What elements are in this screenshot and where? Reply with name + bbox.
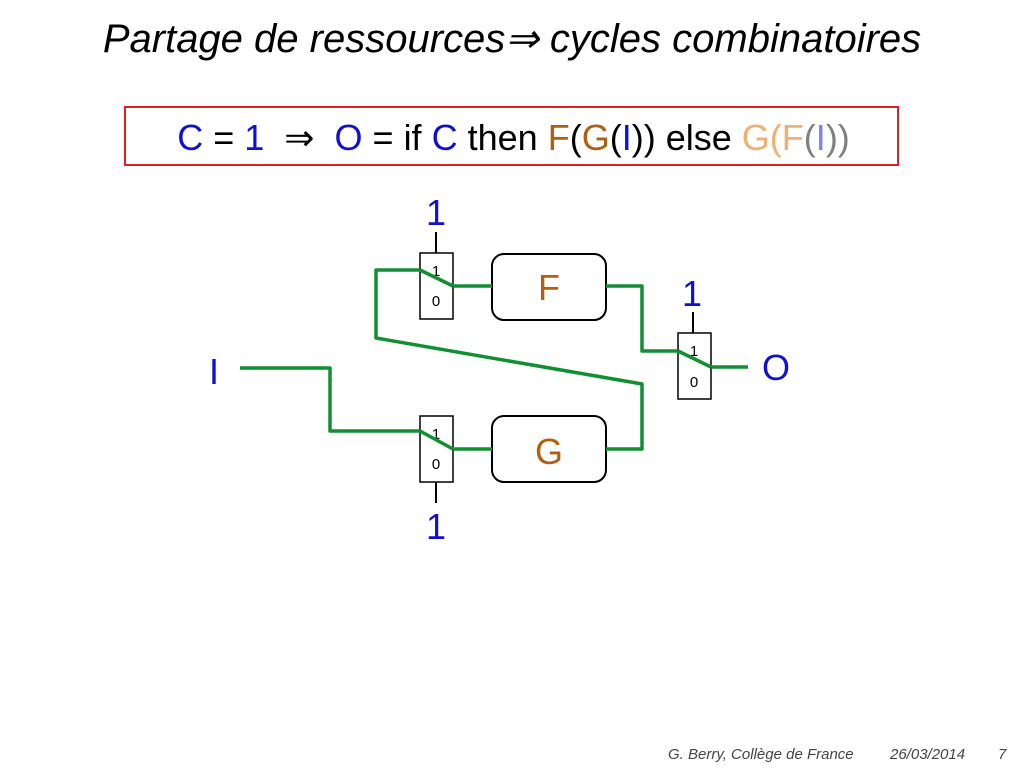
formula: C = 1 ⇒ O = if C then F(G(I)) else G(F(I…	[126, 117, 901, 159]
formula-paren4: (	[769, 117, 782, 158]
footer-author: G. Berry, Collège de France	[668, 746, 854, 763]
formula-f1: F	[547, 117, 570, 158]
formula-paren2: (	[609, 117, 622, 158]
formula-g1: G	[581, 117, 610, 158]
formula-eq1: =	[213, 117, 235, 158]
formula-o: O	[334, 117, 363, 158]
block-f-label: F	[538, 267, 560, 308]
formula-implies: ⇒	[284, 117, 315, 158]
formula-paren3: ))	[631, 117, 656, 158]
formula-paren5: (	[803, 117, 816, 158]
formula-paren1: (	[569, 117, 582, 158]
mux-top	[419, 252, 454, 320]
mux-bottom	[419, 415, 454, 483]
mux-bottom-in0-label: 0	[432, 456, 440, 473]
block-g-label: G	[535, 431, 563, 472]
mux-out-control-label: 1	[682, 273, 702, 314]
formula-else: else	[665, 117, 732, 158]
output-label: O	[762, 347, 790, 388]
formula-eq2: =	[372, 117, 394, 158]
formula-if: if	[403, 117, 422, 158]
formula-i1: I	[621, 117, 632, 158]
wire-g-out-feedback	[374, 268, 644, 451]
input-label: I	[209, 351, 219, 392]
footer-date: 26/03/2014	[890, 746, 966, 763]
mux-out-in1-label: 1	[690, 343, 698, 360]
mux-top-in1-label: 1	[432, 263, 440, 280]
mux-out-in0-label: 0	[690, 374, 698, 391]
mux-bottom-in1-label: 1	[432, 426, 440, 443]
mux-bottom-control-label: 1	[426, 506, 446, 547]
wire-f-out	[606, 284, 678, 353]
formula-c: C	[177, 117, 204, 158]
slide-title: Partage de ressources⇒ cycles combinatoi…	[0, 16, 1024, 62]
formula-c2: C	[431, 117, 458, 158]
footer-page-number: 7	[998, 746, 1007, 763]
wire-mux-out-switch	[677, 349, 712, 369]
title-part2: cycles combinatoires	[549, 17, 922, 61]
formula-i2: I	[815, 117, 826, 158]
formula-box: C = 1 ⇒ O = if C then F(G(I)) else G(F(I…	[124, 106, 899, 166]
formula-paren6: ))	[825, 117, 850, 158]
formula-one: 1	[244, 117, 265, 158]
wire-mux-top-switch	[419, 268, 454, 288]
mux-top-control-label: 1	[426, 192, 446, 233]
formula-g2: G	[741, 117, 770, 158]
title-part1: Partage de ressources	[102, 17, 506, 61]
wire-mux-bottom-switch	[419, 429, 454, 451]
implies-symbol: ⇒	[505, 17, 539, 61]
wire-input	[240, 366, 420, 433]
formula-then: then	[467, 117, 538, 158]
mux-top-in0-label: 0	[432, 293, 440, 310]
formula-f2: F	[781, 117, 804, 158]
